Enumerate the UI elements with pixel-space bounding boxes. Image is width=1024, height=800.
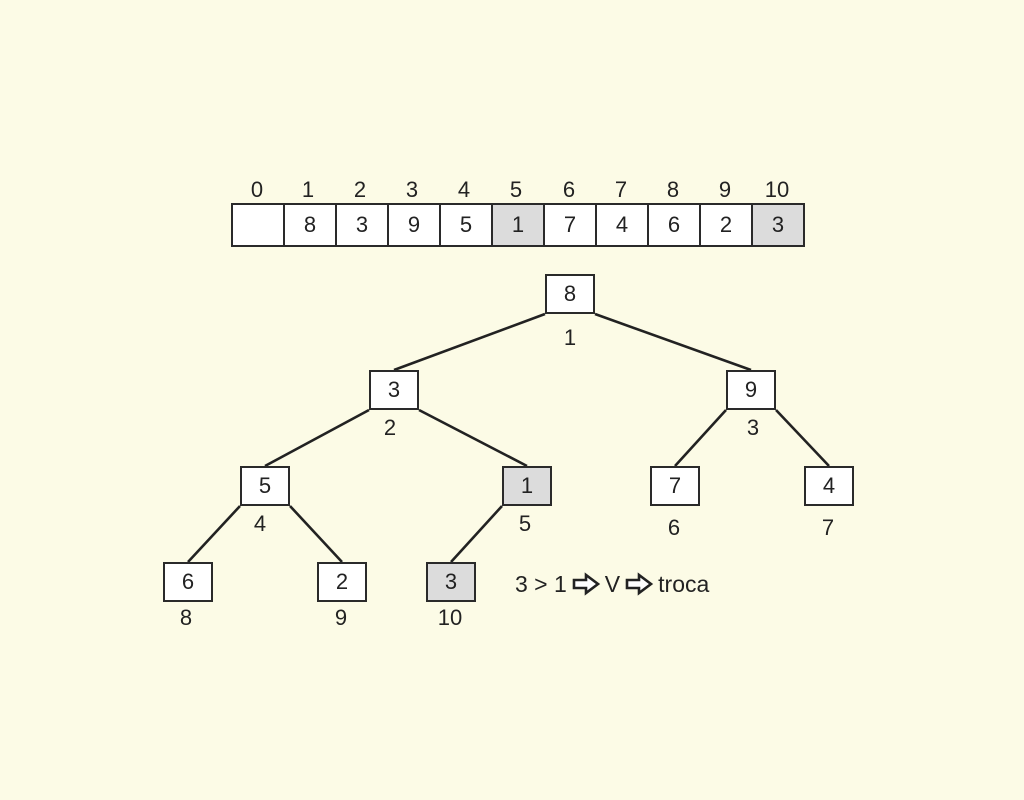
tree-node-index-2: 2	[383, 415, 397, 440]
array-index-7: 7	[614, 177, 628, 202]
tree-node-index-9: 9	[334, 605, 348, 630]
tree-node-index-5: 5	[518, 511, 532, 536]
tree-node-10: 3	[426, 562, 476, 602]
tree-node-index-7: 7	[821, 515, 835, 540]
result-text: V	[604, 571, 621, 597]
array-cell-10: 3	[751, 203, 805, 247]
array-index-4: 4	[457, 177, 471, 202]
tree-node-1: 8	[545, 274, 595, 314]
tree-node-index-4: 4	[253, 511, 267, 536]
array-cell-3: 9	[387, 203, 441, 247]
array-index-1: 1	[301, 177, 315, 202]
comparison-text: 3 > 1	[515, 571, 567, 597]
array-cell-0	[231, 203, 285, 247]
array-cell-2: 3	[335, 203, 389, 247]
tree-node-index-8: 8	[179, 605, 193, 630]
tree-edge-4-9	[289, 505, 343, 563]
swap-note: 3 > 1 V troca	[515, 570, 709, 598]
tree-edge-3-6	[674, 409, 727, 467]
tree-node-7: 4	[804, 466, 854, 506]
array-cell-9: 2	[699, 203, 753, 247]
array-cell-8: 6	[647, 203, 701, 247]
tree-node-3: 9	[726, 370, 776, 410]
outline-right-arrow-icon	[572, 572, 600, 596]
tree-node-4: 5	[240, 466, 290, 506]
action-text: troca	[658, 571, 710, 597]
array-cell-4: 5	[439, 203, 493, 247]
array-index-10: 10	[764, 177, 790, 202]
array-cell-5: 1	[491, 203, 545, 247]
array-index-9: 9	[718, 177, 732, 202]
tree-node-index-3: 3	[746, 415, 760, 440]
tree-node-2: 3	[369, 370, 419, 410]
array-index-5: 5	[509, 177, 523, 202]
tree-node-index-6: 6	[667, 515, 681, 540]
tree-edge-5-10	[450, 505, 503, 563]
tree-node-8: 6	[163, 562, 213, 602]
array-cell-1: 8	[283, 203, 337, 247]
array-index-6: 6	[562, 177, 576, 202]
tree-edge-3-7	[775, 409, 830, 467]
array-index-2: 2	[353, 177, 367, 202]
tree-edge-1-3	[594, 312, 752, 372]
tree-node-index-10: 10	[437, 605, 463, 630]
tree-node-index-1: 1	[563, 325, 577, 350]
array-index-3: 3	[405, 177, 419, 202]
array-index-8: 8	[666, 177, 680, 202]
tree-node-9: 2	[317, 562, 367, 602]
tree-node-6: 7	[650, 466, 700, 506]
array-index-0: 0	[250, 177, 264, 202]
outline-right-arrow-icon	[625, 572, 654, 596]
tree-edge-2-5	[418, 408, 528, 468]
tree-node-5: 1	[502, 466, 552, 506]
array-cell-6: 7	[543, 203, 597, 247]
array-cell-7: 4	[595, 203, 649, 247]
tree-edge-4-8	[187, 505, 241, 563]
tree-edge-2-4	[264, 408, 370, 468]
tree-edge-1-2	[393, 312, 546, 372]
